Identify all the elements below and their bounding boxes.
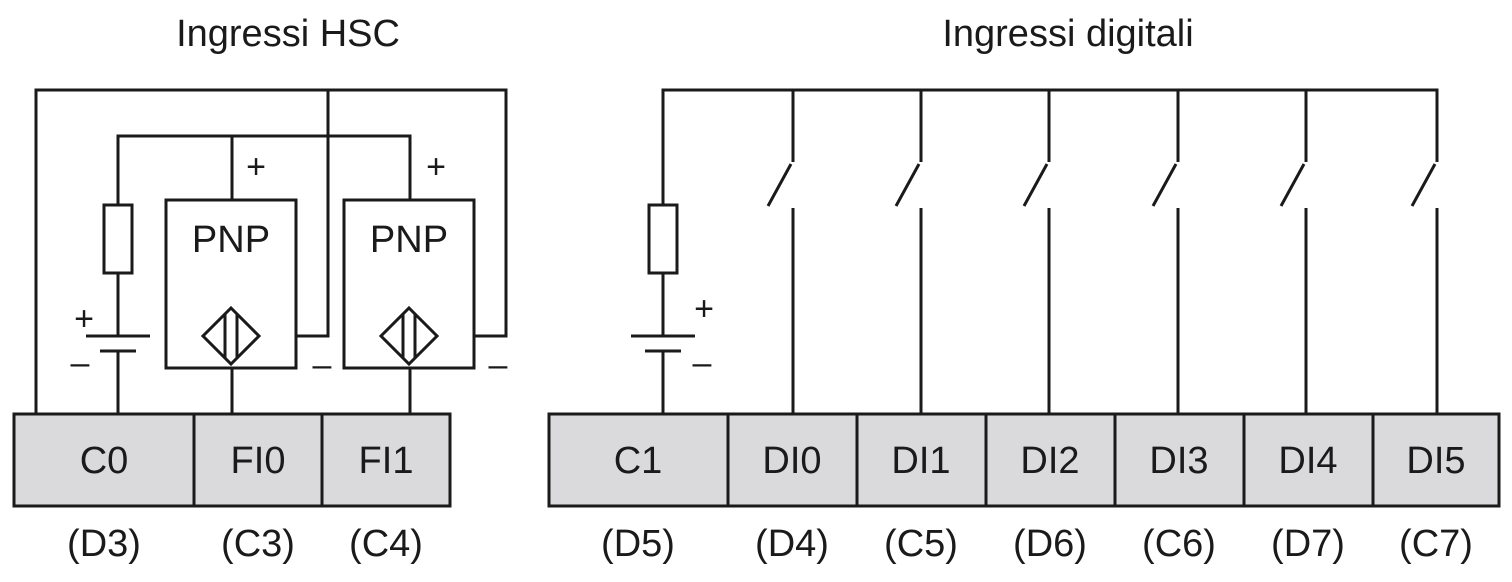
terminal-label: DI2 bbox=[1020, 440, 1079, 482]
proximity-sensor-icon bbox=[200, 305, 262, 367]
hsc-battery-plus: + bbox=[74, 300, 94, 338]
terminal-di1 bbox=[855, 412, 988, 508]
pnp-sensor-2 bbox=[342, 198, 476, 370]
terminal-fi0 bbox=[192, 412, 324, 508]
switch-di2 bbox=[1022, 90, 1051, 414]
terminal-di5 bbox=[1371, 412, 1501, 508]
pin-label: (D3) bbox=[67, 523, 141, 565]
pin-label: (C4) bbox=[349, 523, 423, 565]
pin-label: (C3) bbox=[221, 523, 295, 565]
terminal-label: FI1 bbox=[359, 440, 414, 482]
digital-battery-minus: – bbox=[693, 344, 712, 382]
pnp-sensor-1-label: PNP bbox=[192, 219, 270, 261]
pin-label: (D5) bbox=[601, 523, 675, 565]
pin-label: (D7) bbox=[1271, 523, 1345, 565]
terminal-label: DI4 bbox=[1278, 440, 1337, 482]
terminal-label: DI3 bbox=[1149, 440, 1208, 482]
terminal-label: DI1 bbox=[891, 440, 950, 482]
c0-outer-wire bbox=[34, 88, 508, 414]
hsc-battery-minus: – bbox=[71, 344, 90, 382]
pin-label: (D4) bbox=[755, 523, 829, 565]
digital-title: Ingressi digitali bbox=[942, 13, 1193, 55]
terminal-c0 bbox=[12, 412, 196, 508]
terminal-label: C0 bbox=[80, 440, 129, 482]
pnp1-minus-wire bbox=[296, 90, 330, 338]
pnp-sensor-2-plus: + bbox=[426, 148, 446, 186]
pin-label: (C6) bbox=[1142, 523, 1216, 565]
hsc-terminal-strip bbox=[12, 412, 452, 508]
switch-di1 bbox=[894, 90, 923, 414]
pin-label: (C5) bbox=[884, 523, 958, 565]
terminal-c1 bbox=[547, 412, 730, 508]
switch-di5 bbox=[1410, 90, 1439, 414]
pin-label: (C7) bbox=[1399, 523, 1473, 565]
terminal-label: FI0 bbox=[231, 440, 286, 482]
pin-label: (D6) bbox=[1013, 523, 1087, 565]
hsc-positive-wire bbox=[116, 134, 412, 205]
digital-battery-plus: + bbox=[694, 290, 714, 328]
terminal-fi1 bbox=[320, 412, 452, 508]
terminal-di4 bbox=[1242, 412, 1375, 508]
pnp-sensor-2-label: PNP bbox=[370, 219, 448, 261]
pnp-sensor-1-minus: – bbox=[313, 346, 332, 384]
terminal-di3 bbox=[1113, 412, 1246, 508]
terminal-label: DI5 bbox=[1406, 440, 1465, 482]
switch-di4 bbox=[1279, 90, 1308, 414]
hsc-fuse bbox=[102, 203, 134, 275]
pnp-sensor-1-plus: + bbox=[246, 148, 266, 186]
proximity-sensor-icon bbox=[378, 305, 440, 367]
terminal-label: C1 bbox=[614, 440, 663, 482]
switch-di0 bbox=[766, 90, 795, 414]
hsc-title: Ingressi HSC bbox=[176, 13, 400, 55]
pnp-sensor-2-minus: – bbox=[489, 346, 508, 384]
switch-di3 bbox=[1151, 90, 1180, 414]
terminal-label: DI0 bbox=[762, 440, 821, 482]
digital-fuse bbox=[647, 203, 679, 275]
digital-terminal-strip bbox=[547, 412, 1501, 508]
